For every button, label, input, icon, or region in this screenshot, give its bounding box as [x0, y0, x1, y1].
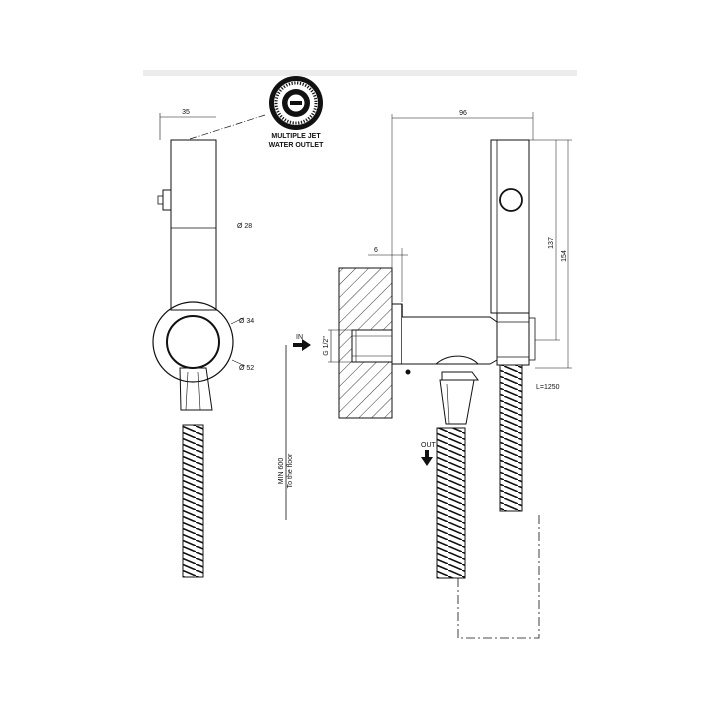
holder-inner-ring: [166, 315, 220, 369]
dim-min-height: MIN 600: [278, 458, 285, 485]
hose-handshower: [499, 364, 523, 512]
dim-width-35: 35: [182, 109, 190, 116]
button-circle: [499, 188, 523, 212]
arrow-right-icon: [293, 339, 311, 351]
dim-diameter-52: Ø 52: [239, 365, 254, 372]
side-view: [328, 112, 572, 639]
arrow-down-icon: [421, 450, 433, 466]
dim-height-137: 137: [548, 237, 555, 249]
header-band: [143, 70, 577, 76]
callout-line-2: WATER OUTLET: [269, 142, 324, 149]
dim-length-96: 96: [459, 110, 467, 117]
holder-outer-ring: [152, 301, 234, 383]
inlet-marker: [285, 339, 311, 520]
hose-outlet: [436, 427, 466, 579]
dim-height-154: 154: [561, 250, 568, 262]
dim-diameter-34: Ø 34: [239, 318, 254, 325]
wall-flange: [391, 303, 403, 365]
dim-to-floor: To the floor: [287, 453, 294, 488]
handshower-body: [170, 139, 217, 311]
callout-line-1: MULTIPLE JET: [271, 133, 321, 140]
side-button: [162, 189, 172, 211]
dim-hose-length: L=1250: [536, 384, 560, 391]
label-in: IN: [296, 334, 303, 341]
outlet-connector: [439, 379, 475, 425]
dim-depth-6: 6: [374, 247, 378, 254]
front-view: [152, 113, 266, 578]
multiple-jet-nozzle-icon: [269, 76, 323, 130]
label-out: OUT: [421, 442, 437, 449]
dim-thread: G 1/2": [323, 336, 330, 356]
hose-front: [182, 424, 204, 578]
dim-diameter-28: Ø 28: [237, 223, 252, 230]
